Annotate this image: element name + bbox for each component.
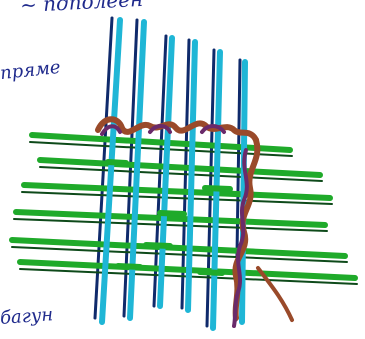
bottom-label: багун [0, 304, 54, 329]
binding-thread [98, 119, 256, 140]
